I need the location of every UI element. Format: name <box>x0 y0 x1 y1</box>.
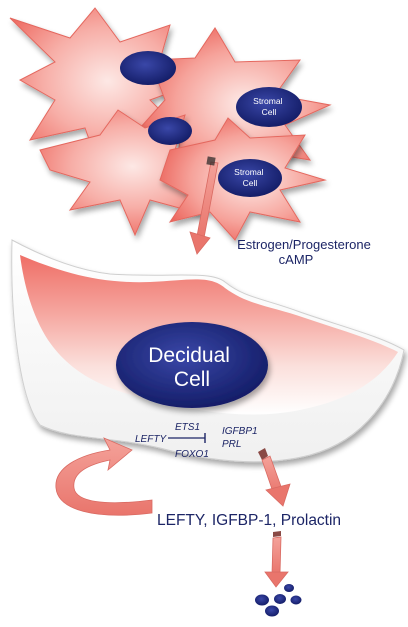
secreted-molecules <box>255 584 302 617</box>
gene-igfbp1: IGFBP1 <box>222 426 258 437</box>
molecule <box>255 594 269 606</box>
gene-lefty: LEFTY <box>135 434 167 445</box>
decidual-nucleus <box>116 322 268 408</box>
molecule <box>290 595 302 605</box>
gene-regulation: ETS1 LEFTY FOXO1 IGFBP1 PRL <box>135 422 258 460</box>
stromal-cell-label-2: Stromal Cell <box>234 167 266 188</box>
secretion-arrow <box>258 448 291 507</box>
stromal-cell-label-1: Stromal Cell <box>253 96 285 117</box>
secretion-label: LEFTY, IGFBP-1, Prolactin <box>157 512 341 529</box>
gene-prl: PRL <box>222 439 241 450</box>
feedback-arrow <box>55 437 153 516</box>
gene-ets1: ETS1 <box>175 422 200 433</box>
signal-arrow <box>189 156 219 255</box>
stromal-nucleus-back <box>120 51 176 85</box>
stromal-cell-cluster: Stromal Cell Stromal Cell <box>9 7 332 241</box>
molecule <box>284 584 294 592</box>
signal-label-estrogen-progesterone: Estrogen/Progesterone <box>237 237 371 252</box>
decidual-label-line1: Decidual <box>148 344 230 367</box>
decidual-label-line2: Cell <box>174 368 210 391</box>
stromal-nucleus-1 <box>236 87 302 127</box>
molecule <box>265 605 279 617</box>
decidual-cell: Decidual Cell <box>11 239 405 463</box>
signal-label-camp: cAMP <box>279 252 314 267</box>
stromal-nucleus-middle <box>148 117 192 145</box>
gene-foxo1: FOXO1 <box>175 449 209 460</box>
release-arrow <box>264 531 289 588</box>
stromal-nucleus-2 <box>218 159 282 197</box>
molecule <box>274 594 286 604</box>
decidual-cell-label: Decidual Cell <box>148 344 236 391</box>
